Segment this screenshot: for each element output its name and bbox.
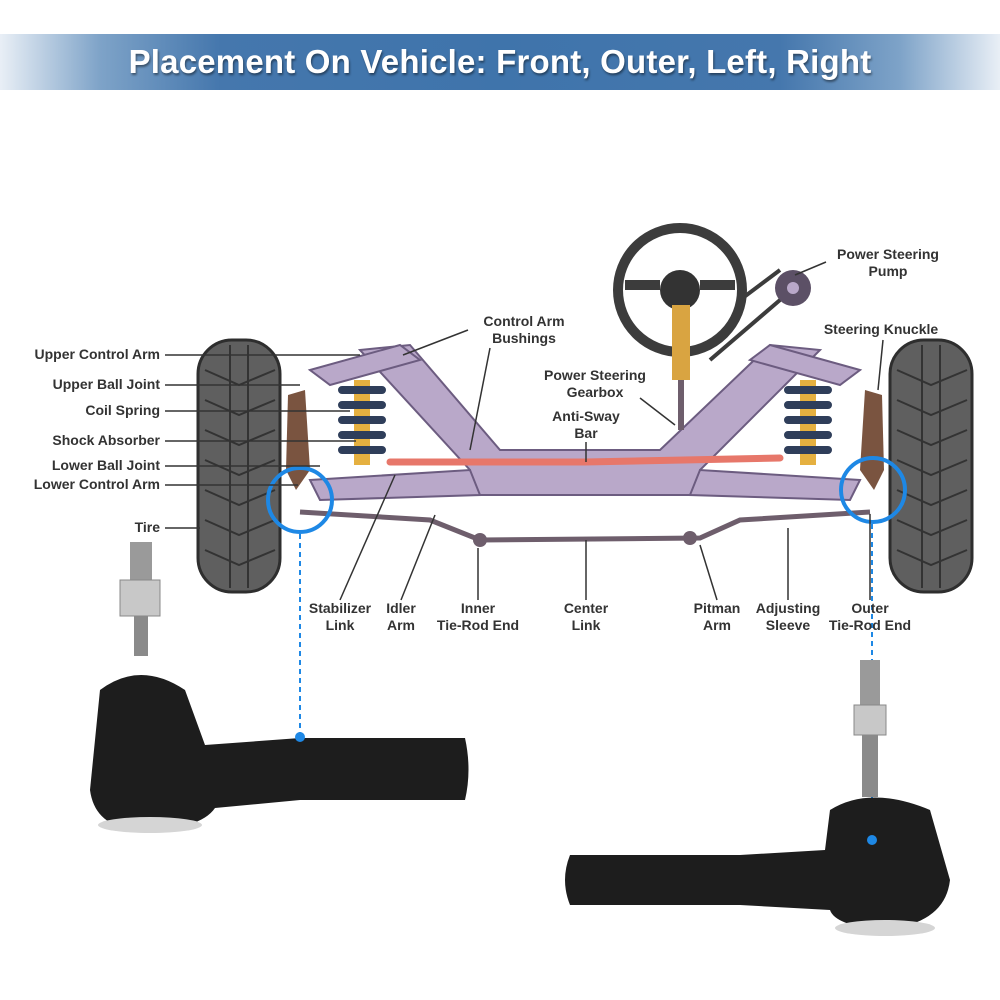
label-line: Tie-Rod End [828, 617, 912, 633]
label-coil-spring: Coil Spring [85, 402, 160, 418]
leader-lines [165, 261, 884, 601]
label-lower-control-arm: Lower Control Arm [33, 476, 160, 492]
label-line: Tie-Rod End [436, 617, 520, 633]
label-shock-absorber: Shock Absorber [52, 432, 160, 448]
right-marker-dot [867, 835, 877, 845]
label-line: Link [325, 617, 355, 633]
left-tie-rod-end-photo [90, 542, 469, 833]
label-lower-ball-joint: Lower Ball Joint [51, 457, 160, 473]
label-line: Power Steering [837, 246, 939, 262]
label-line: Inner [460, 600, 496, 616]
label-line: Bar [574, 425, 598, 441]
label-upper-ball-joint: Upper Ball Joint [52, 376, 160, 392]
label-steering-knuckle: Steering Knuckle [823, 321, 939, 337]
right-steering-knuckle [860, 390, 884, 490]
label-upper-control-arm: Upper Control Arm [34, 346, 160, 362]
title-banner: Placement On Vehicle: Front, Outer, Left… [0, 34, 1000, 90]
label-line: Idler [386, 600, 416, 616]
label-line: Gearbox [566, 384, 624, 400]
right-tie-rod-end-photo [565, 660, 950, 936]
right-highlight-circle [839, 456, 907, 524]
left-marker-dot [295, 732, 305, 742]
label-line: Adjusting [755, 600, 821, 616]
label-line: Sleeve [765, 617, 811, 633]
pitman-arm-joint [683, 531, 697, 545]
label-line: Stabilizer [308, 600, 372, 616]
label-line: Control Arm [483, 313, 565, 329]
label-line: Center [563, 600, 609, 616]
left-steering-knuckle [286, 390, 310, 490]
inner-tie-rod-end [473, 533, 487, 547]
label-line: Outer [851, 600, 889, 616]
label-line: Power Steering [544, 367, 646, 383]
left-highlight-circle [266, 466, 334, 534]
title: Placement On Vehicle: Front, Outer, Left… [128, 43, 872, 80]
label-line: Bushings [492, 330, 556, 346]
left-coil-spring [338, 380, 386, 465]
label-tire: Tire [134, 519, 160, 535]
label-line: Arm [702, 617, 731, 633]
right-coil-spring [784, 380, 832, 465]
anti-sway-bar [386, 454, 784, 466]
label-line: Anti-Sway [552, 408, 620, 424]
right-tire [888, 338, 974, 594]
label-line: Pump [868, 263, 908, 279]
label-line: Arm [386, 617, 416, 633]
steering-wheel [613, 223, 747, 430]
power-steering-pump [708, 268, 811, 362]
label-line: Link [571, 617, 601, 633]
label-line: Pitman [693, 600, 741, 616]
steering-linkage [299, 509, 871, 543]
